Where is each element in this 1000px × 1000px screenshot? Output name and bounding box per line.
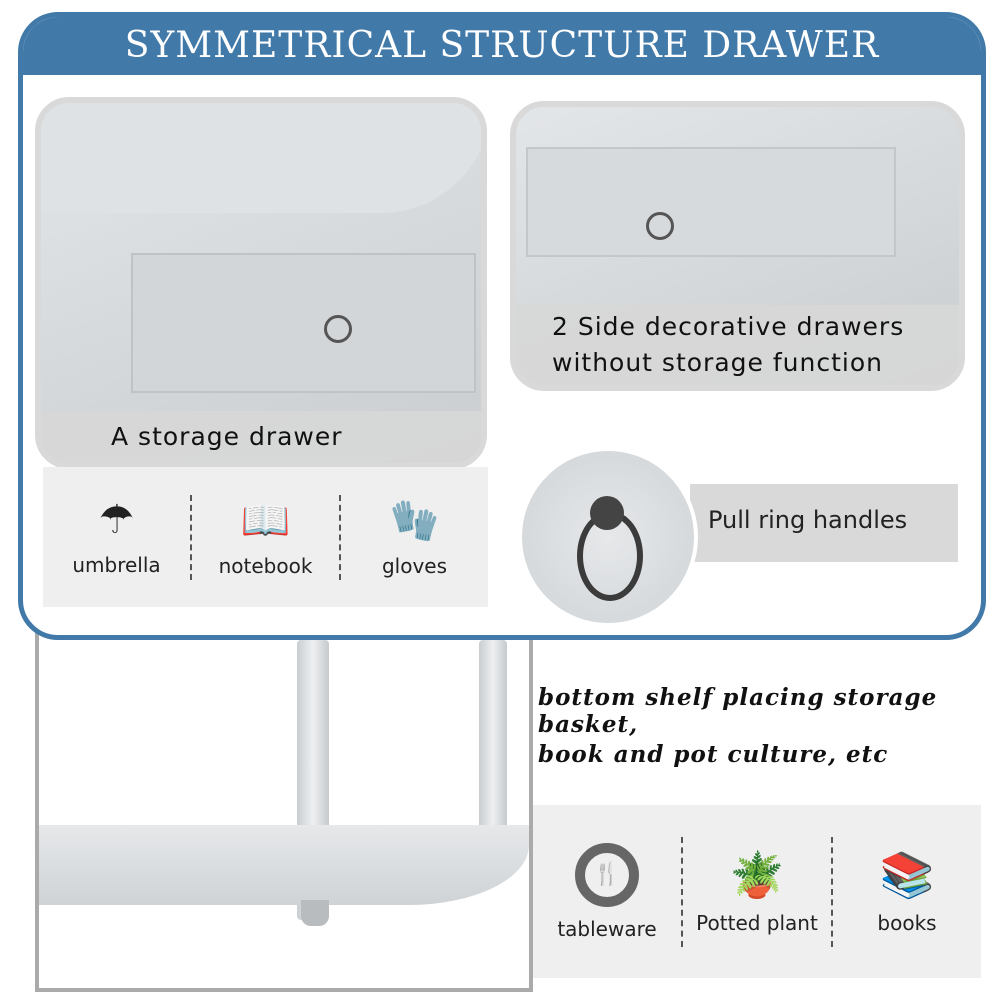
gloves-icon: 🧤 [389,497,440,544]
side-drawer [526,147,896,257]
shelf-uses-panel: 🍴 tableware 🪴 Potted plant 📚 books [533,805,981,978]
handles-caption: Pull ring handles [708,506,908,534]
feature-frame: SYMMETRICAL STRUCTURE DRAWER A storage d… [18,12,986,640]
shelf-description-line: book and pot culture, etc [538,741,889,768]
bottom-shelf [39,825,529,905]
bottom-shelf-photo [35,600,533,992]
storage-drawer-caption: A storage drawer [41,411,481,463]
drawer-uses-panel: ☂ umbrella 📖 notebook 🧤 gloves [43,467,488,607]
handle-rosette [590,496,624,530]
use-label: notebook [218,553,313,578]
open-drawer [131,253,476,393]
use-item: 🍴 tableware [533,842,681,941]
ring-handle-icon [646,212,674,240]
books-icon: 📚 [879,849,935,901]
divider [681,836,683,947]
use-item: 📖 notebook [192,497,339,578]
shelf-description-line: bottom shelf placing storage basket, [538,684,938,738]
caption-line: without storage function [552,348,883,377]
table-leg [479,640,507,840]
use-label: tableware [557,916,657,941]
divider [339,494,341,580]
tabletop [41,103,481,213]
handles-caption-box: Pull ring handles [690,484,958,562]
notebook-icon: 📖 [240,497,291,544]
tableware-icon: 🍴 [575,842,639,907]
use-label: books [877,910,937,935]
storage-drawer-photo: A storage drawer [35,97,487,469]
ring-handle-icon [324,315,352,343]
divider [190,494,192,580]
caption-line: 2 Side decorative drawers [552,312,905,341]
use-label: gloves [381,553,448,578]
page-title: SYMMETRICAL STRUCTURE DRAWER [23,17,981,75]
use-label: umbrella [72,553,161,577]
divider [831,836,833,947]
use-item: 🧤 gloves [341,497,488,578]
use-item: 📚 books [833,849,981,935]
side-drawers-photo: 2 Side decorative drawers without storag… [510,101,965,391]
table-foot [301,900,329,926]
handle-closeup [518,447,698,627]
use-label: Potted plant [696,910,818,935]
use-item: ☂ umbrella [43,497,190,577]
side-drawers-caption: 2 Side decorative drawers without storag… [516,305,959,385]
potted-plant-icon: 🪴 [729,849,785,901]
use-item: 🪴 Potted plant [683,849,831,935]
umbrella-icon: ☂ [98,497,135,543]
